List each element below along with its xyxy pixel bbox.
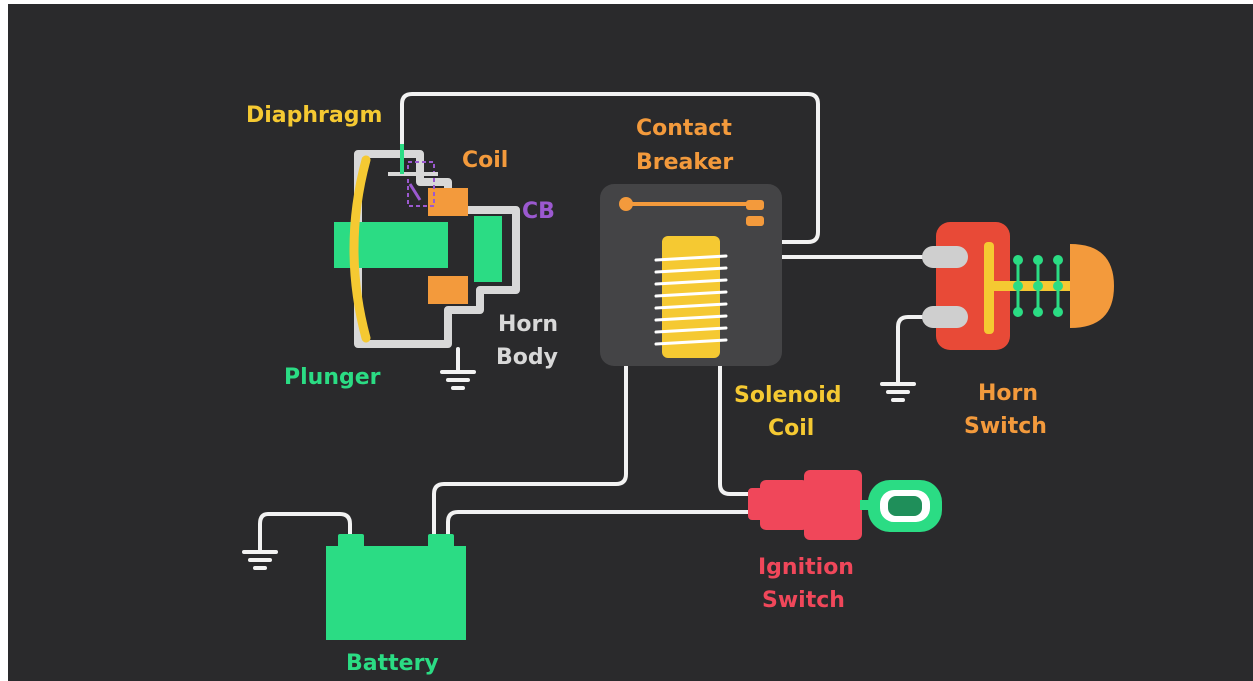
wire-solenoid-to-ignition — [718, 342, 752, 496]
horn-switch — [922, 222, 1114, 350]
horn-switch-terminal-bottom — [922, 306, 968, 328]
contact-breaker-pivot — [619, 197, 633, 211]
cb-contact — [388, 144, 438, 207]
horn-switch-button — [1070, 244, 1114, 328]
ignition-key-core — [888, 496, 922, 516]
ground-symbol-horn-switch — [880, 382, 916, 402]
label-coil: Coil — [462, 148, 508, 173]
horn-coil-bottom — [428, 276, 468, 304]
label-horn-body-line2: Body — [496, 345, 558, 370]
ground-symbol-horn — [440, 370, 476, 390]
horn-assembly — [334, 144, 520, 348]
label-ignition-switch-line2: Switch — [762, 588, 845, 613]
label-horn-switch-line2: Switch — [964, 414, 1047, 439]
diaphragm — [349, 155, 371, 343]
solenoid-core — [662, 236, 720, 358]
label-solenoid-coil-line1: Solenoid — [734, 383, 842, 408]
battery-body — [326, 546, 466, 640]
ignition-switch — [748, 470, 942, 540]
horn-circuit-diagram: Diaphragm Coil CB Horn Body Plunger Cont… — [242, 92, 1114, 676]
label-contact-breaker-line1: Contact — [636, 116, 732, 141]
wire-battery-to-ground — [258, 512, 352, 552]
label-ignition-switch-line1: Ignition — [758, 555, 854, 580]
wire-contact-to-battery — [432, 202, 628, 542]
ignition-key-stem — [860, 500, 874, 510]
label-contact-breaker-line2: Breaker — [636, 150, 733, 175]
wire-horn-switch-to-ground — [896, 315, 930, 384]
battery-terminal-negative — [338, 534, 364, 548]
label-plunger: Plunger — [284, 365, 381, 390]
horn-body — [354, 150, 520, 348]
label-battery: Battery — [346, 651, 439, 676]
diagram-canvas: Diaphragm Coil CB Horn Body Plunger Cont… — [8, 4, 1253, 681]
label-cb: CB — [522, 199, 555, 224]
wire-battery-to-ignition — [446, 510, 752, 542]
horn-switch-terminal-top — [922, 246, 968, 268]
horn-switch-spring-dots — [1013, 255, 1063, 317]
horn-switch-contact — [984, 242, 994, 334]
contact-breaker-point-upper — [746, 200, 764, 210]
label-solenoid-coil-line2: Coil — [768, 416, 814, 441]
relay-assembly — [600, 184, 782, 366]
label-diaphragm: Diaphragm — [246, 103, 382, 128]
contact-breaker-point-lower — [746, 216, 764, 226]
label-horn-switch-line1: Horn — [978, 381, 1038, 406]
battery — [326, 534, 466, 640]
ignition-switch-body-small — [760, 480, 808, 530]
battery-terminal-positive — [428, 534, 454, 548]
label-horn-body-line1: Horn — [498, 312, 558, 337]
ignition-switch-body-large — [804, 470, 862, 540]
horn-armature — [474, 216, 502, 282]
solenoid-windings — [654, 254, 728, 346]
ground-symbol-battery — [242, 550, 278, 570]
